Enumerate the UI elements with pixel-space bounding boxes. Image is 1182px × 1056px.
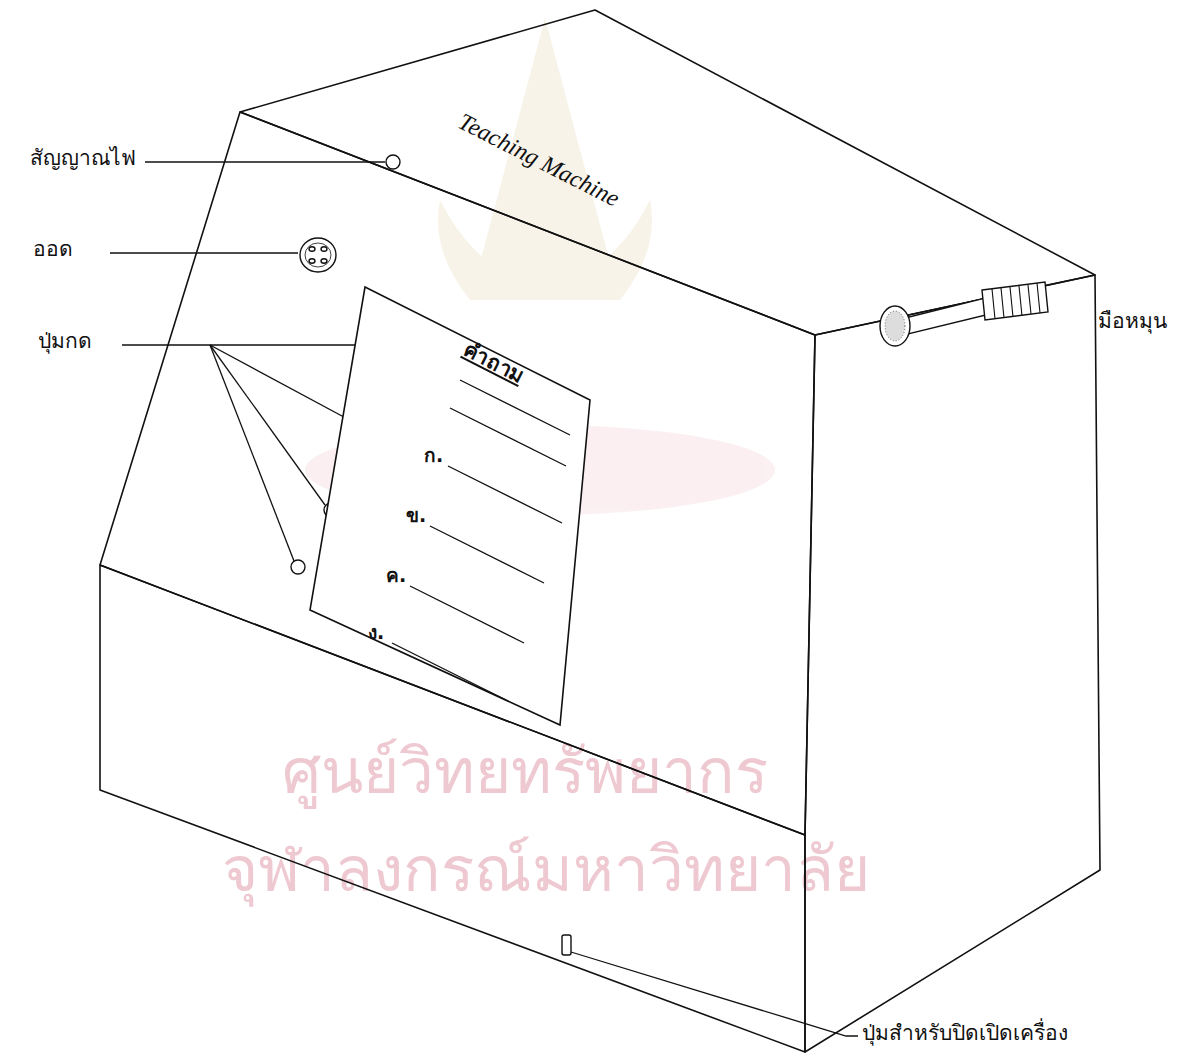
- answer-line: [448, 466, 562, 523]
- part-label: มือหมุน: [1098, 310, 1167, 333]
- emblem-wings: [438, 200, 652, 300]
- leader-line: [210, 345, 294, 561]
- answer-line: [410, 586, 524, 643]
- crank-arm: [905, 298, 990, 334]
- crank-knob-face: [885, 311, 905, 341]
- leader-line: [210, 345, 355, 423]
- buzzer-hole: [321, 259, 327, 263]
- part-label: ออด: [33, 238, 73, 261]
- leader-line: [145, 161, 385, 162]
- buzzer-symbol: [300, 238, 336, 272]
- panel-outline: [300, 280, 600, 735]
- leader-line: [122, 344, 391, 345]
- buzzer-hole: [309, 247, 315, 251]
- crank-symbol: [880, 282, 1048, 346]
- buzzer-hole: [321, 247, 327, 251]
- power-switch: [562, 935, 571, 955]
- part-label: ปุ่มสำหรับปิดเปิดเครื่อง: [862, 1022, 1068, 1045]
- watermark-text: ศูนย์วิทยทรัพยากร: [282, 738, 768, 806]
- side-face: [805, 275, 1100, 1052]
- choice-letter: ก.: [424, 445, 443, 466]
- choice-letter: ค.: [386, 565, 406, 586]
- signal-light: [386, 155, 400, 169]
- watermark-text: จุฬาลงกรณ์มหาวิทยาลัย: [222, 836, 870, 904]
- panel-border: [310, 287, 590, 725]
- choice-letter: ข.: [406, 505, 426, 526]
- part-label: สัญญาณไฟ: [30, 147, 136, 170]
- crank-grip: [992, 283, 1040, 319]
- answer-line: [450, 408, 566, 466]
- crank-knob: [880, 306, 910, 346]
- part-label: ปุ่มกด: [38, 330, 92, 353]
- crank-handle: [982, 282, 1048, 320]
- choice-letter: ง.: [368, 622, 384, 643]
- top-face: [240, 10, 1095, 335]
- question-panel: คำถามก.ข.ค.ง.: [300, 280, 600, 735]
- buzzer-rim: [300, 238, 336, 272]
- answer-line: [430, 526, 544, 583]
- buzzer-inner: [305, 243, 331, 267]
- leader-line: [571, 952, 858, 1036]
- slanted-panel: [100, 112, 815, 835]
- leader-line: [210, 345, 325, 505]
- push-button: [291, 560, 305, 574]
- answer-line: [460, 380, 570, 435]
- buzzer-hole: [309, 259, 315, 263]
- answer-line: [392, 643, 506, 700]
- machine-body: [100, 10, 1100, 1052]
- leader-line: [110, 252, 298, 253]
